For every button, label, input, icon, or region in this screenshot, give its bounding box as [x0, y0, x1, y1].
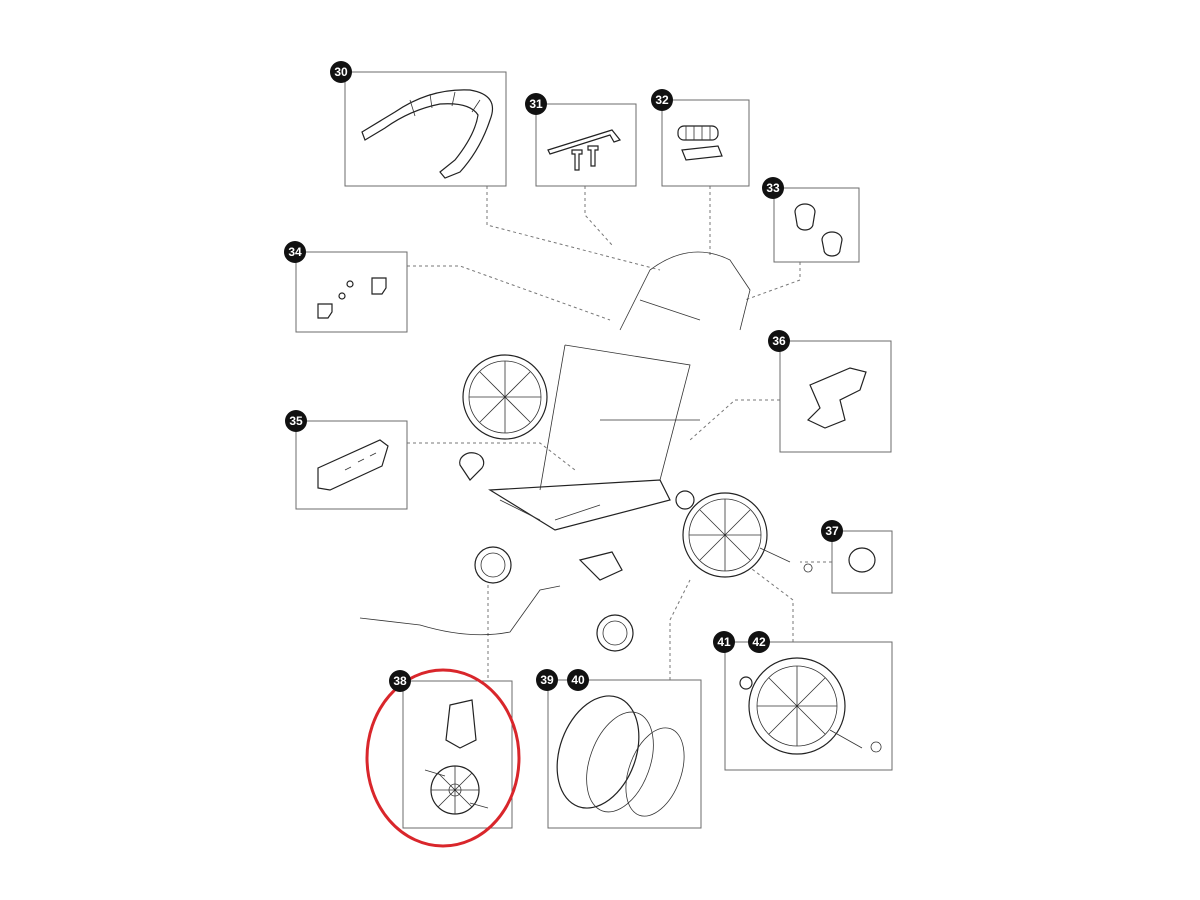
- front-caster-wheel-part: [424, 699, 489, 815]
- grip-part: [677, 125, 723, 161]
- callout-38: 38: [389, 670, 411, 692]
- svg-text:30: 30: [334, 65, 348, 79]
- part-box-36: [779, 340, 892, 453]
- clip-part: [794, 203, 843, 257]
- svg-text:32: 32: [655, 93, 669, 107]
- svg-text:41: 41: [717, 635, 731, 649]
- part-box-33: [773, 187, 860, 263]
- allen-key-and-bolts-part: [547, 129, 622, 171]
- svg-text:38: 38: [393, 674, 407, 688]
- part-box-39-40: [547, 679, 702, 829]
- part-box-34: [295, 251, 408, 333]
- callout-30: 30: [330, 61, 352, 83]
- callout-34: 34: [284, 241, 306, 263]
- part-box-41-42: [724, 641, 893, 771]
- svg-text:36: 36: [772, 334, 786, 348]
- footrest-part: [806, 367, 867, 429]
- part-box-32: [661, 99, 750, 187]
- callout-39: 39: [536, 669, 558, 691]
- part-box-37: [831, 530, 893, 594]
- part-box-31: [535, 103, 637, 187]
- svg-text:31: 31: [529, 97, 543, 111]
- bracket-part: [317, 439, 389, 491]
- callout-37: 37: [821, 520, 843, 542]
- stroller-frame: [359, 251, 813, 652]
- cap-part: [848, 547, 876, 573]
- svg-text:34: 34: [288, 245, 302, 259]
- callout-33: 33: [762, 177, 784, 199]
- svg-text:33: 33: [766, 181, 780, 195]
- rear-wheel-part: [739, 657, 882, 755]
- callout-32: 32: [651, 89, 673, 111]
- callout-42: 42: [748, 631, 770, 653]
- part-box-30: [344, 71, 507, 187]
- svg-text:40: 40: [571, 673, 585, 687]
- callout-41: 41: [713, 631, 735, 653]
- callout-35: 35: [285, 410, 307, 432]
- leader-lines: [407, 186, 832, 681]
- callout-36: 36: [768, 330, 790, 352]
- svg-text:37: 37: [825, 524, 839, 538]
- highlight-circle-part-38: [365, 668, 521, 848]
- svg-text:42: 42: [752, 635, 766, 649]
- part-box-38: [402, 680, 513, 829]
- part-box-35: [295, 420, 408, 510]
- hinge-part: [317, 277, 387, 319]
- callout-31: 31: [525, 93, 547, 115]
- svg-text:35: 35: [289, 414, 303, 428]
- callout-40: 40: [567, 669, 589, 691]
- tire-and-tube-part: [556, 695, 685, 817]
- svg-text:39: 39: [540, 673, 554, 687]
- handlebar-part: [361, 89, 494, 179]
